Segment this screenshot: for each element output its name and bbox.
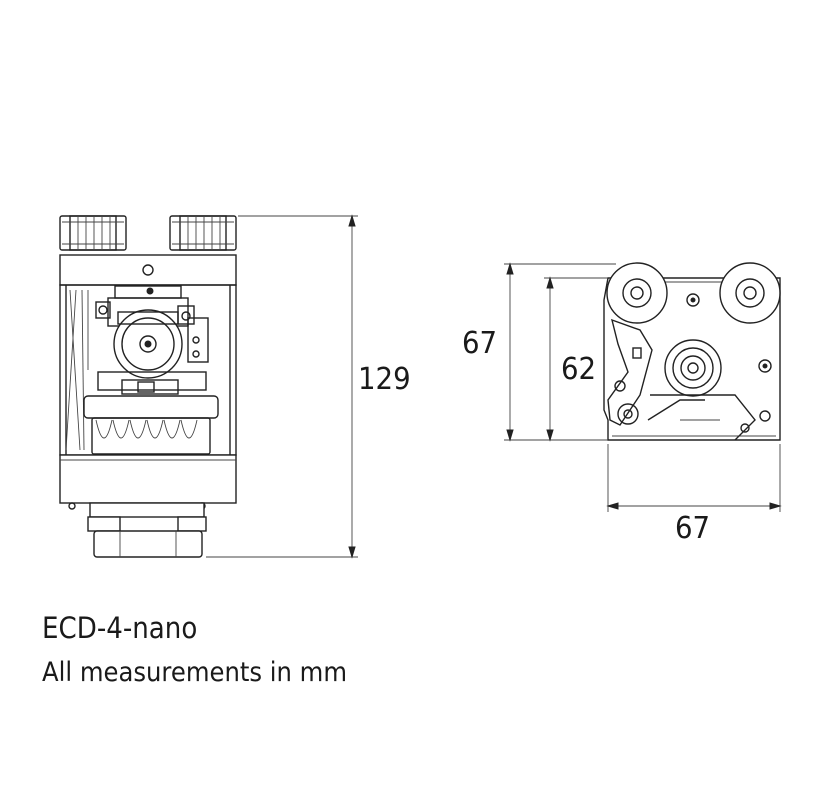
- top-knob-left: [59, 215, 127, 251]
- dimension-depth-inner-label: 62: [561, 352, 597, 387]
- dim-line-depth-outer: [504, 262, 616, 442]
- dim-line-height: [206, 214, 358, 559]
- product-name: ECD-4-nano: [42, 611, 198, 645]
- side-view: [504, 262, 782, 512]
- dimension-depth-outer-label: 67: [462, 326, 498, 361]
- top-knob-right: [169, 215, 237, 251]
- dimension-width-label: 67: [675, 511, 711, 546]
- dim-line-depth-inner: [544, 276, 608, 442]
- dimension-height-label: 129: [358, 362, 411, 397]
- measurement-note: All measurements in mm: [42, 657, 347, 688]
- dim-line-width: [606, 444, 782, 512]
- front-view: [59, 214, 358, 559]
